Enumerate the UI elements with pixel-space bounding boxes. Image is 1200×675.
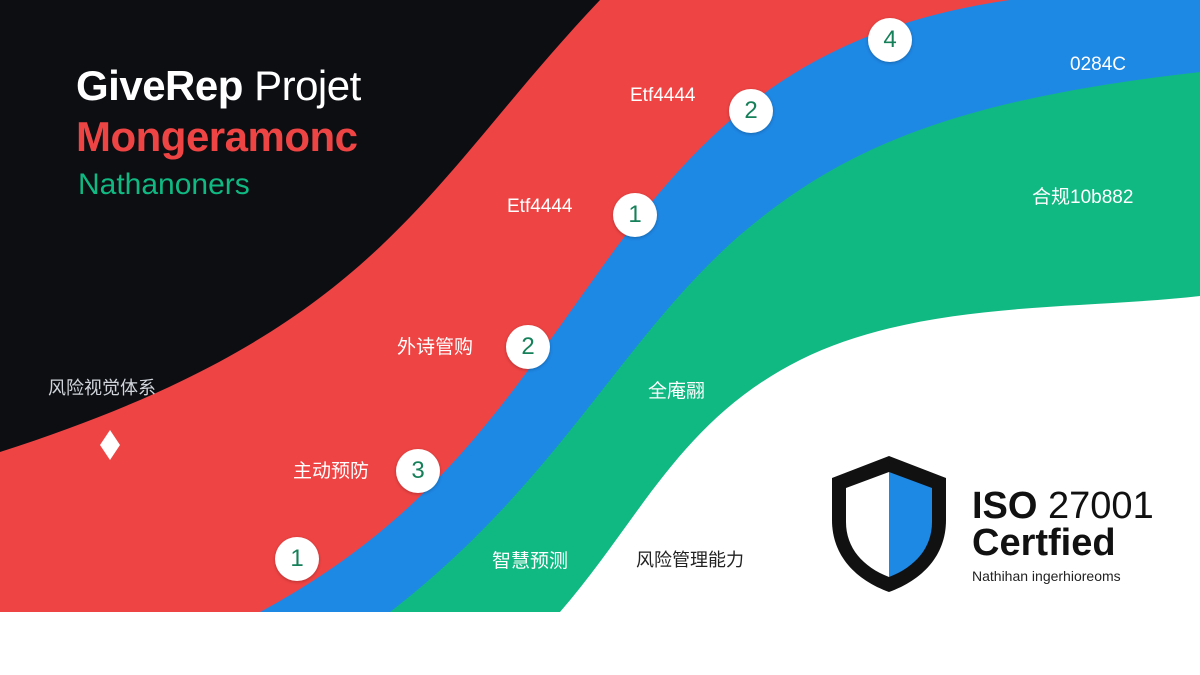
iso-title: ISO 27001 xyxy=(972,485,1154,528)
label-red-band-3: 主动预防 xyxy=(293,461,370,482)
label-red-band-2: 外诗管购 xyxy=(397,337,474,358)
title-bold: GiveRep xyxy=(76,62,243,109)
label-red-mid: Etf4444 xyxy=(507,196,573,217)
iso-number: 27001 xyxy=(1048,485,1154,527)
label-green-mid: 全庵翮 xyxy=(648,381,706,402)
subtitle-red: Mongeramonc xyxy=(76,113,358,160)
step-badge-1-low: 1 xyxy=(275,537,319,581)
step-badge-3: 3 xyxy=(396,449,440,493)
subtitle-green: Nathanoners xyxy=(78,168,250,201)
step-badge-2-mid: 2 xyxy=(506,325,550,369)
label-blue-top: 0284C xyxy=(1070,54,1126,75)
page-title: GiveRep Projet xyxy=(76,62,361,110)
step-badge-4: 4 xyxy=(868,18,912,62)
label-red-top: Etf4444 xyxy=(630,85,696,106)
side-label: 风险视觉体系 xyxy=(48,378,156,398)
shield-icon xyxy=(832,456,946,592)
step-badge-2-top: 2 xyxy=(729,89,773,133)
title-light: Projet xyxy=(254,62,361,109)
bottom-strip xyxy=(0,612,1200,675)
diamond-icon xyxy=(100,430,120,460)
step-badge-1-mid: 1 xyxy=(613,193,657,237)
ai-watermark: 豆包AI生成 xyxy=(1098,641,1163,656)
label-white-low: 风险管理能力 xyxy=(636,550,744,570)
label-green-low: 智慧预测 xyxy=(492,551,569,572)
label-green-top: 合规10b882 xyxy=(1032,187,1134,208)
iso-certified: Certfied xyxy=(972,522,1116,564)
iso-subtitle: Nathihan ingerhioreoms xyxy=(972,568,1121,584)
iso-bold: ISO xyxy=(972,485,1038,527)
